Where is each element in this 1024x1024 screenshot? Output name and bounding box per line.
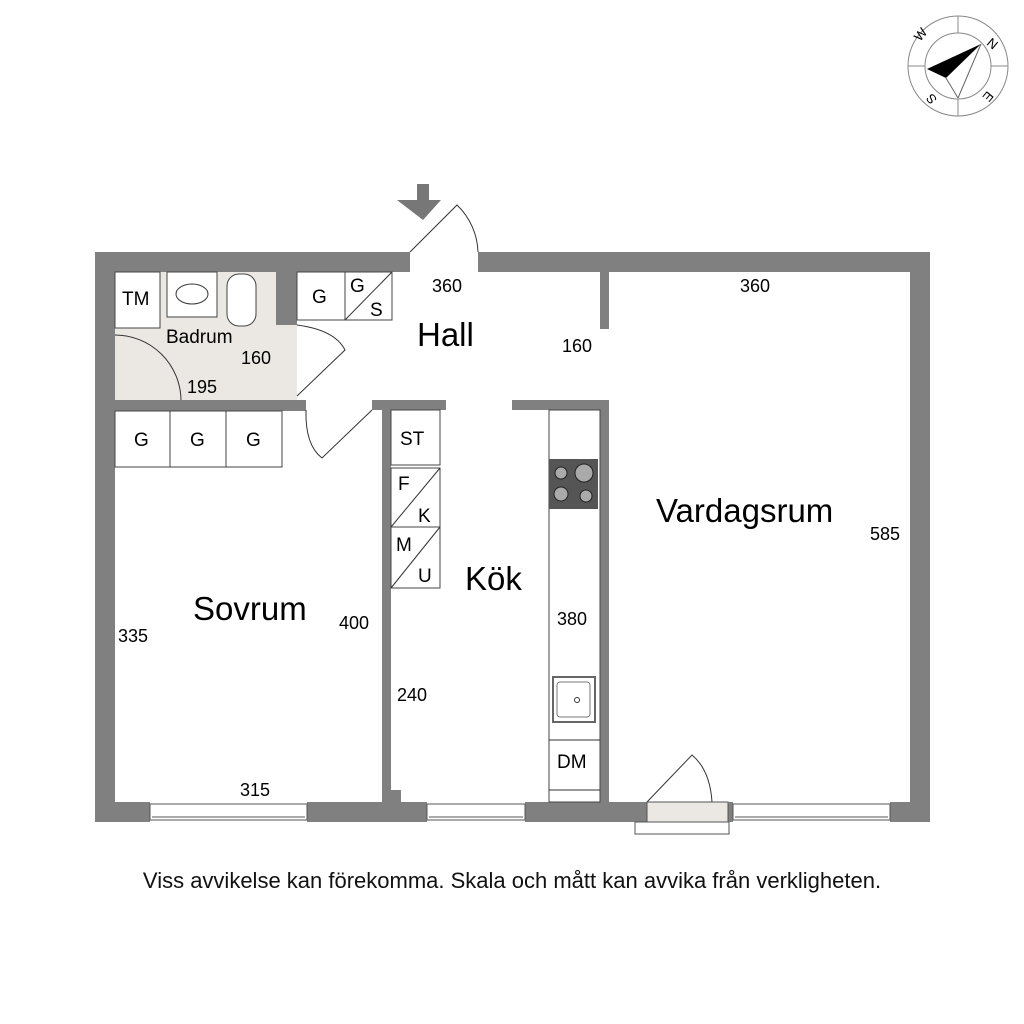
tm-label: TM bbox=[122, 289, 149, 310]
room-label-bedroom: Sovrum bbox=[193, 590, 307, 627]
washbasin bbox=[166, 271, 218, 318]
bed-g3-label: G bbox=[246, 430, 261, 451]
compass-s: S bbox=[923, 91, 940, 108]
toilet-icon bbox=[226, 273, 257, 327]
sink-icon bbox=[552, 676, 596, 723]
compass-w: W bbox=[911, 24, 931, 44]
kitchen-cabinet-st bbox=[390, 409, 441, 466]
bed-g2-label: G bbox=[190, 430, 205, 451]
dm-label: DM bbox=[557, 752, 587, 773]
dim-bath-depth: 160 bbox=[241, 348, 271, 368]
room-label-living: Vardagsrum bbox=[656, 492, 833, 529]
windows bbox=[149, 803, 891, 821]
st-label: ST bbox=[400, 429, 425, 450]
dim-living-width: 360 bbox=[740, 276, 770, 296]
dim-hall-depth: 160 bbox=[562, 336, 592, 356]
hall-gs-bottom-label: S bbox=[370, 300, 383, 321]
room-label-kitchen: Kök bbox=[465, 560, 522, 597]
dim-bedroom-width: 315 bbox=[240, 780, 270, 800]
entrance-arrow-icon bbox=[397, 184, 441, 220]
fk-top-label: F bbox=[398, 474, 410, 495]
doors bbox=[114, 204, 730, 835]
mu-bottom-label: U bbox=[418, 566, 432, 587]
room-label-hall: Hall bbox=[417, 316, 474, 353]
dim-bedroom-depth-left: 335 bbox=[118, 626, 148, 646]
bedroom-wardrobe-1 bbox=[114, 410, 171, 468]
compass-rose: N W S E bbox=[907, 15, 1009, 117]
compass-e: E bbox=[979, 88, 996, 105]
hall-wardrobe bbox=[296, 271, 346, 321]
dim-bath-width: 195 bbox=[187, 377, 217, 397]
washbasin-icon bbox=[175, 283, 209, 305]
dim-kitchen-depth: 380 bbox=[557, 609, 587, 629]
hall-g-label: G bbox=[312, 287, 327, 308]
dim-hall-width: 360 bbox=[432, 276, 462, 296]
compass-needle-icon bbox=[927, 44, 981, 78]
stove-icon bbox=[549, 459, 598, 509]
hall-gs-top-label: G bbox=[350, 276, 365, 297]
disclaimer-text: Viss avvikelse kan förekomma. Skala och … bbox=[142, 868, 882, 893]
room-label-bathroom: Badrum bbox=[166, 327, 233, 348]
washing-machine bbox=[114, 271, 161, 329]
bed-g1-label: G bbox=[134, 430, 149, 451]
bedroom-wardrobe-3 bbox=[225, 410, 283, 468]
bedroom-wardrobe-2 bbox=[169, 410, 227, 468]
dim-kitchen-width: 240 bbox=[397, 685, 427, 705]
mu-top-label: M bbox=[396, 535, 412, 556]
walls bbox=[95, 252, 930, 822]
dim-living-depth: 585 bbox=[870, 524, 900, 544]
dim-bedroom-depth-right: 400 bbox=[339, 613, 369, 633]
fk-bottom-label: K bbox=[418, 506, 431, 527]
